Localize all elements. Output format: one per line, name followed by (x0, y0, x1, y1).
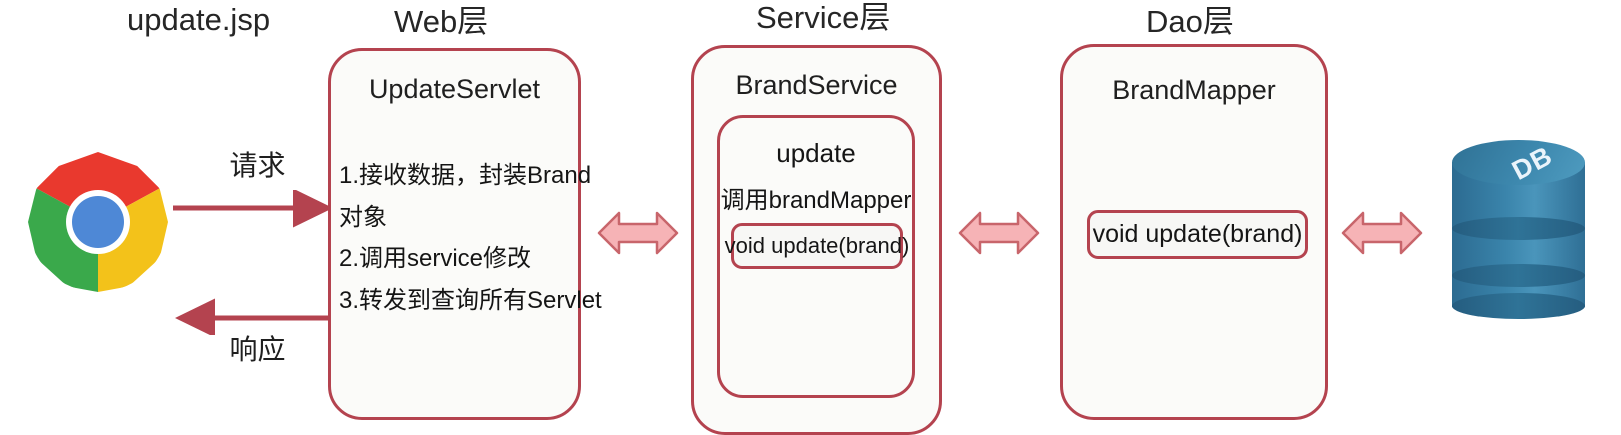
db-bottom (1452, 293, 1585, 319)
service-layer-box: BrandService update 调用brandMapper void u… (691, 45, 942, 435)
dao-method-signature: void update(brand) (1092, 220, 1303, 248)
connector-web-service (597, 211, 679, 255)
db-seam-lower (1452, 264, 1585, 287)
connector-dao-db (1341, 211, 1423, 255)
service-method-signature-box: void update(brand) (725, 223, 909, 269)
service-layer-title: BrandService (735, 70, 898, 100)
web-step-2: 2.调用service修改 (339, 245, 532, 272)
label-update-jsp: update.jsp (127, 2, 271, 37)
database-cylinder-icon: DB (1452, 140, 1585, 319)
web-step-3: 3.转发到查询所有Servlet (339, 287, 602, 314)
service-method-container: update 调用brandMapper void update(brand) (717, 115, 915, 398)
label-service-layer: Service层 (756, 0, 891, 35)
dao-layer-box: BrandMapper void update(brand) (1060, 44, 1328, 420)
service-method-signature: void update(brand) (724, 233, 910, 258)
label-web-layer: Web层 (394, 4, 489, 39)
web-layer-box: UpdateServlet 1.接收数据，封装Brand 对象 2.调用serv… (328, 48, 602, 420)
dao-method-signature-box: void update(brand) (1087, 210, 1308, 259)
dao-layer-title: BrandMapper (1112, 75, 1276, 105)
db-top-surface (1452, 140, 1585, 185)
web-step-1-cont: 对象 (339, 204, 387, 231)
label-dao-layer: Dao层 (1146, 4, 1234, 39)
service-call-line: 调用brandMapper (720, 187, 912, 214)
request-label: 请求 (229, 150, 286, 181)
db-seam-upper (1452, 217, 1585, 240)
web-layer-title: UpdateServlet (368, 74, 541, 104)
client-server-flow-arrows (173, 190, 333, 335)
connector-service-dao (958, 211, 1040, 255)
web-step-1: 1.接收数据，封装Brand (339, 162, 592, 189)
chrome-blue-core (72, 196, 124, 248)
chrome-browser-icon (28, 152, 168, 292)
service-method-name: update (776, 138, 856, 168)
response-label: 响应 (229, 334, 286, 365)
